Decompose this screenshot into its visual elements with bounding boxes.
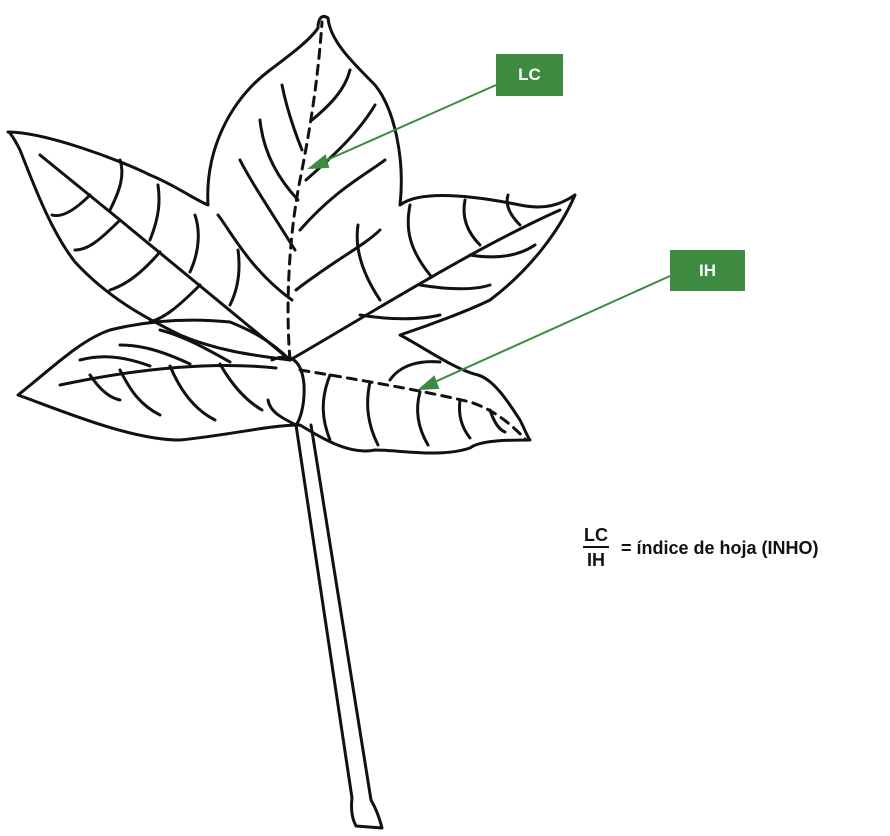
formula-fraction: LC IH [583,525,609,571]
vein [260,120,298,200]
lc-arrow [318,85,496,164]
ih-label-box: IH [670,250,745,291]
vein [368,382,378,445]
ih-label-text: IH [699,261,716,281]
vein [170,366,215,420]
vein [357,225,380,300]
central-lobe-dashed-vein [288,22,322,360]
ih-arrow [428,276,670,385]
vein [120,370,160,415]
vein [408,205,430,275]
vein [220,364,262,410]
vein [312,70,350,120]
lower-left-lobe-midvein [60,365,276,385]
vein [490,410,505,432]
lc-arrowhead [310,156,328,168]
vein [80,357,150,366]
formula-text: = índice de hoja (INHO) [621,538,819,559]
vein [507,195,520,225]
vein [230,250,239,305]
vein [420,285,490,289]
vein [459,400,470,438]
vein [360,315,440,319]
formula-numerator: LC [583,525,609,548]
leaf-index-formula: LC IH = índice de hoja (INHO) [583,525,819,571]
vein [323,375,330,440]
lc-label-box: LC [496,54,563,96]
vein [110,252,160,290]
vein [282,85,302,150]
vein [75,220,120,250]
vein [464,200,480,245]
vein [150,185,159,240]
vein [190,215,198,272]
vein [52,195,90,216]
lc-label-text: LC [518,65,541,85]
formula-denominator: IH [587,548,605,571]
vein [300,160,385,230]
leaf-outline [8,16,575,453]
left-lobe-midvein [40,155,290,360]
lower-right-lobe-dashed-vein [300,370,526,440]
vein [150,285,200,322]
vein [418,392,428,445]
vein [110,160,122,210]
ih-arrowhead [420,377,438,389]
leaf-petiole [296,425,382,828]
vein [240,160,295,250]
